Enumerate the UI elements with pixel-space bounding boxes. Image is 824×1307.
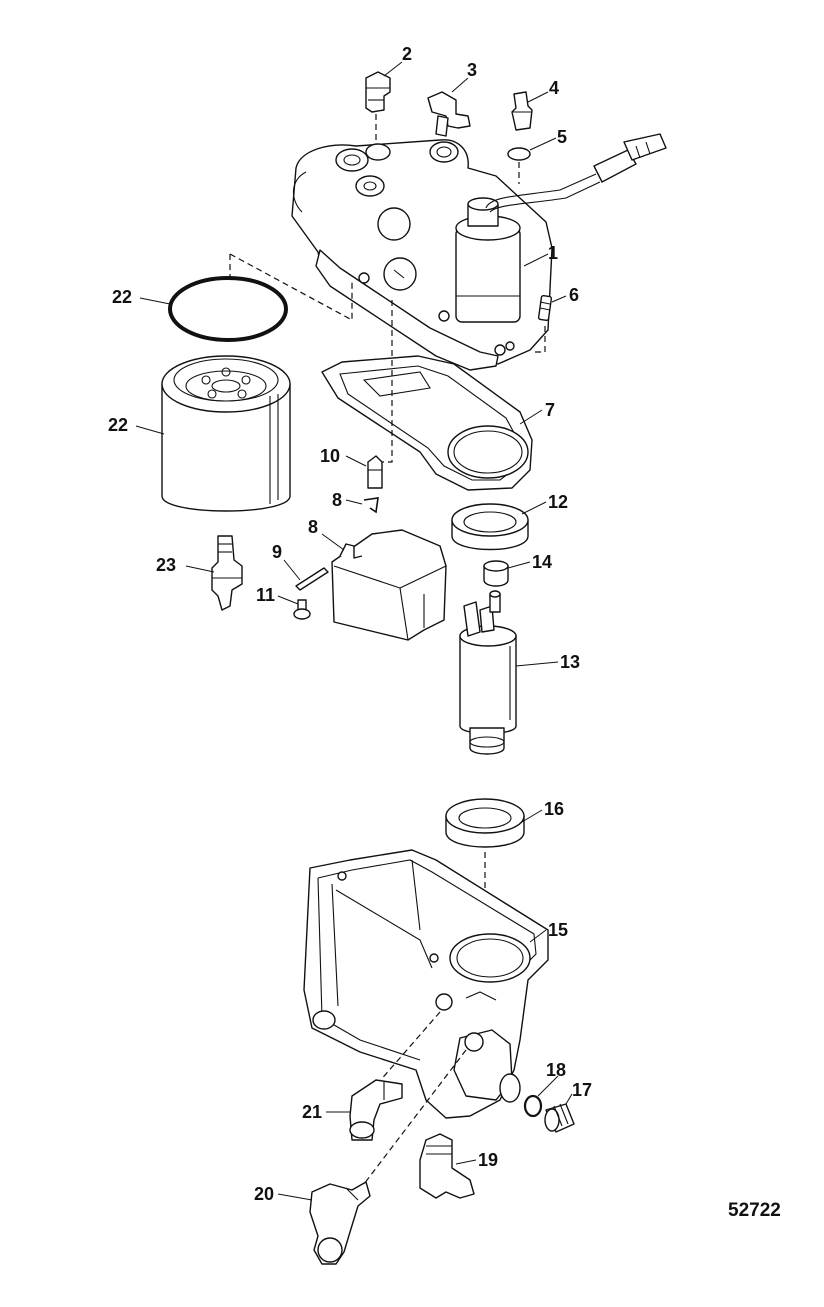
part-18-o-ring	[523, 1094, 543, 1118]
part-3-elbow-fitting	[427, 91, 471, 137]
part-22-seal-ring	[168, 276, 288, 342]
part-23-sensor	[211, 535, 243, 611]
callout-1: 1	[548, 243, 558, 263]
callout-23: 23	[156, 555, 176, 575]
part-1-wire-harness	[485, 133, 667, 213]
callout-18: 18	[546, 1060, 566, 1080]
callout-16: 16	[544, 799, 564, 819]
figure-number: 52722	[728, 1200, 781, 1221]
callout-7: 7	[545, 400, 555, 420]
callout-5: 5	[557, 127, 567, 147]
callout-10: 10	[320, 446, 340, 466]
part-11-screw	[293, 599, 311, 620]
part-6-screw	[537, 294, 553, 322]
callout-14: 14	[532, 552, 552, 572]
part-19-elbow-fitting	[419, 1133, 475, 1199]
part-8-clip	[363, 497, 379, 514]
callout-8-lower: 8	[308, 517, 318, 537]
callout-22-seal: 22	[112, 287, 132, 307]
part-12-seal	[451, 503, 529, 551]
callout-17: 17	[572, 1080, 592, 1100]
part-14-cap	[483, 560, 509, 587]
callout-6: 6	[569, 285, 579, 305]
part-21-elbow-fitting	[349, 1079, 403, 1141]
callout-3: 3	[467, 60, 477, 80]
callout-22-filter: 22	[108, 415, 128, 435]
part-13-fuel-pump	[459, 590, 517, 755]
part-10-spacer	[367, 455, 383, 489]
callout-19: 19	[478, 1150, 498, 1170]
part-8-bracket	[331, 529, 447, 641]
part-4-fitting	[511, 91, 533, 131]
part-1-module-head	[291, 139, 553, 371]
part-17-plug	[544, 1103, 575, 1133]
callout-20: 20	[254, 1184, 274, 1204]
callout-2: 2	[402, 44, 412, 64]
callout-8-upper: 8	[332, 490, 342, 510]
part-9-pin	[295, 567, 329, 591]
callout-13: 13	[560, 652, 580, 672]
part-5-o-ring	[507, 147, 531, 161]
part-20-elbow-fitting	[309, 1181, 371, 1265]
part-16-seal	[445, 798, 525, 848]
part-22-fuel-filter	[161, 355, 291, 512]
part-7-gasket	[321, 355, 533, 491]
callout-15: 15	[548, 920, 568, 940]
callout-11: 11	[256, 585, 275, 605]
part-2-fitting	[365, 71, 391, 148]
callout-leaders	[135, 61, 573, 1201]
callout-9: 9	[272, 542, 282, 562]
callout-4: 4	[549, 78, 559, 98]
callout-12: 12	[548, 492, 568, 512]
part-15-housing	[303, 849, 549, 1119]
callout-21: 21	[302, 1102, 322, 1122]
